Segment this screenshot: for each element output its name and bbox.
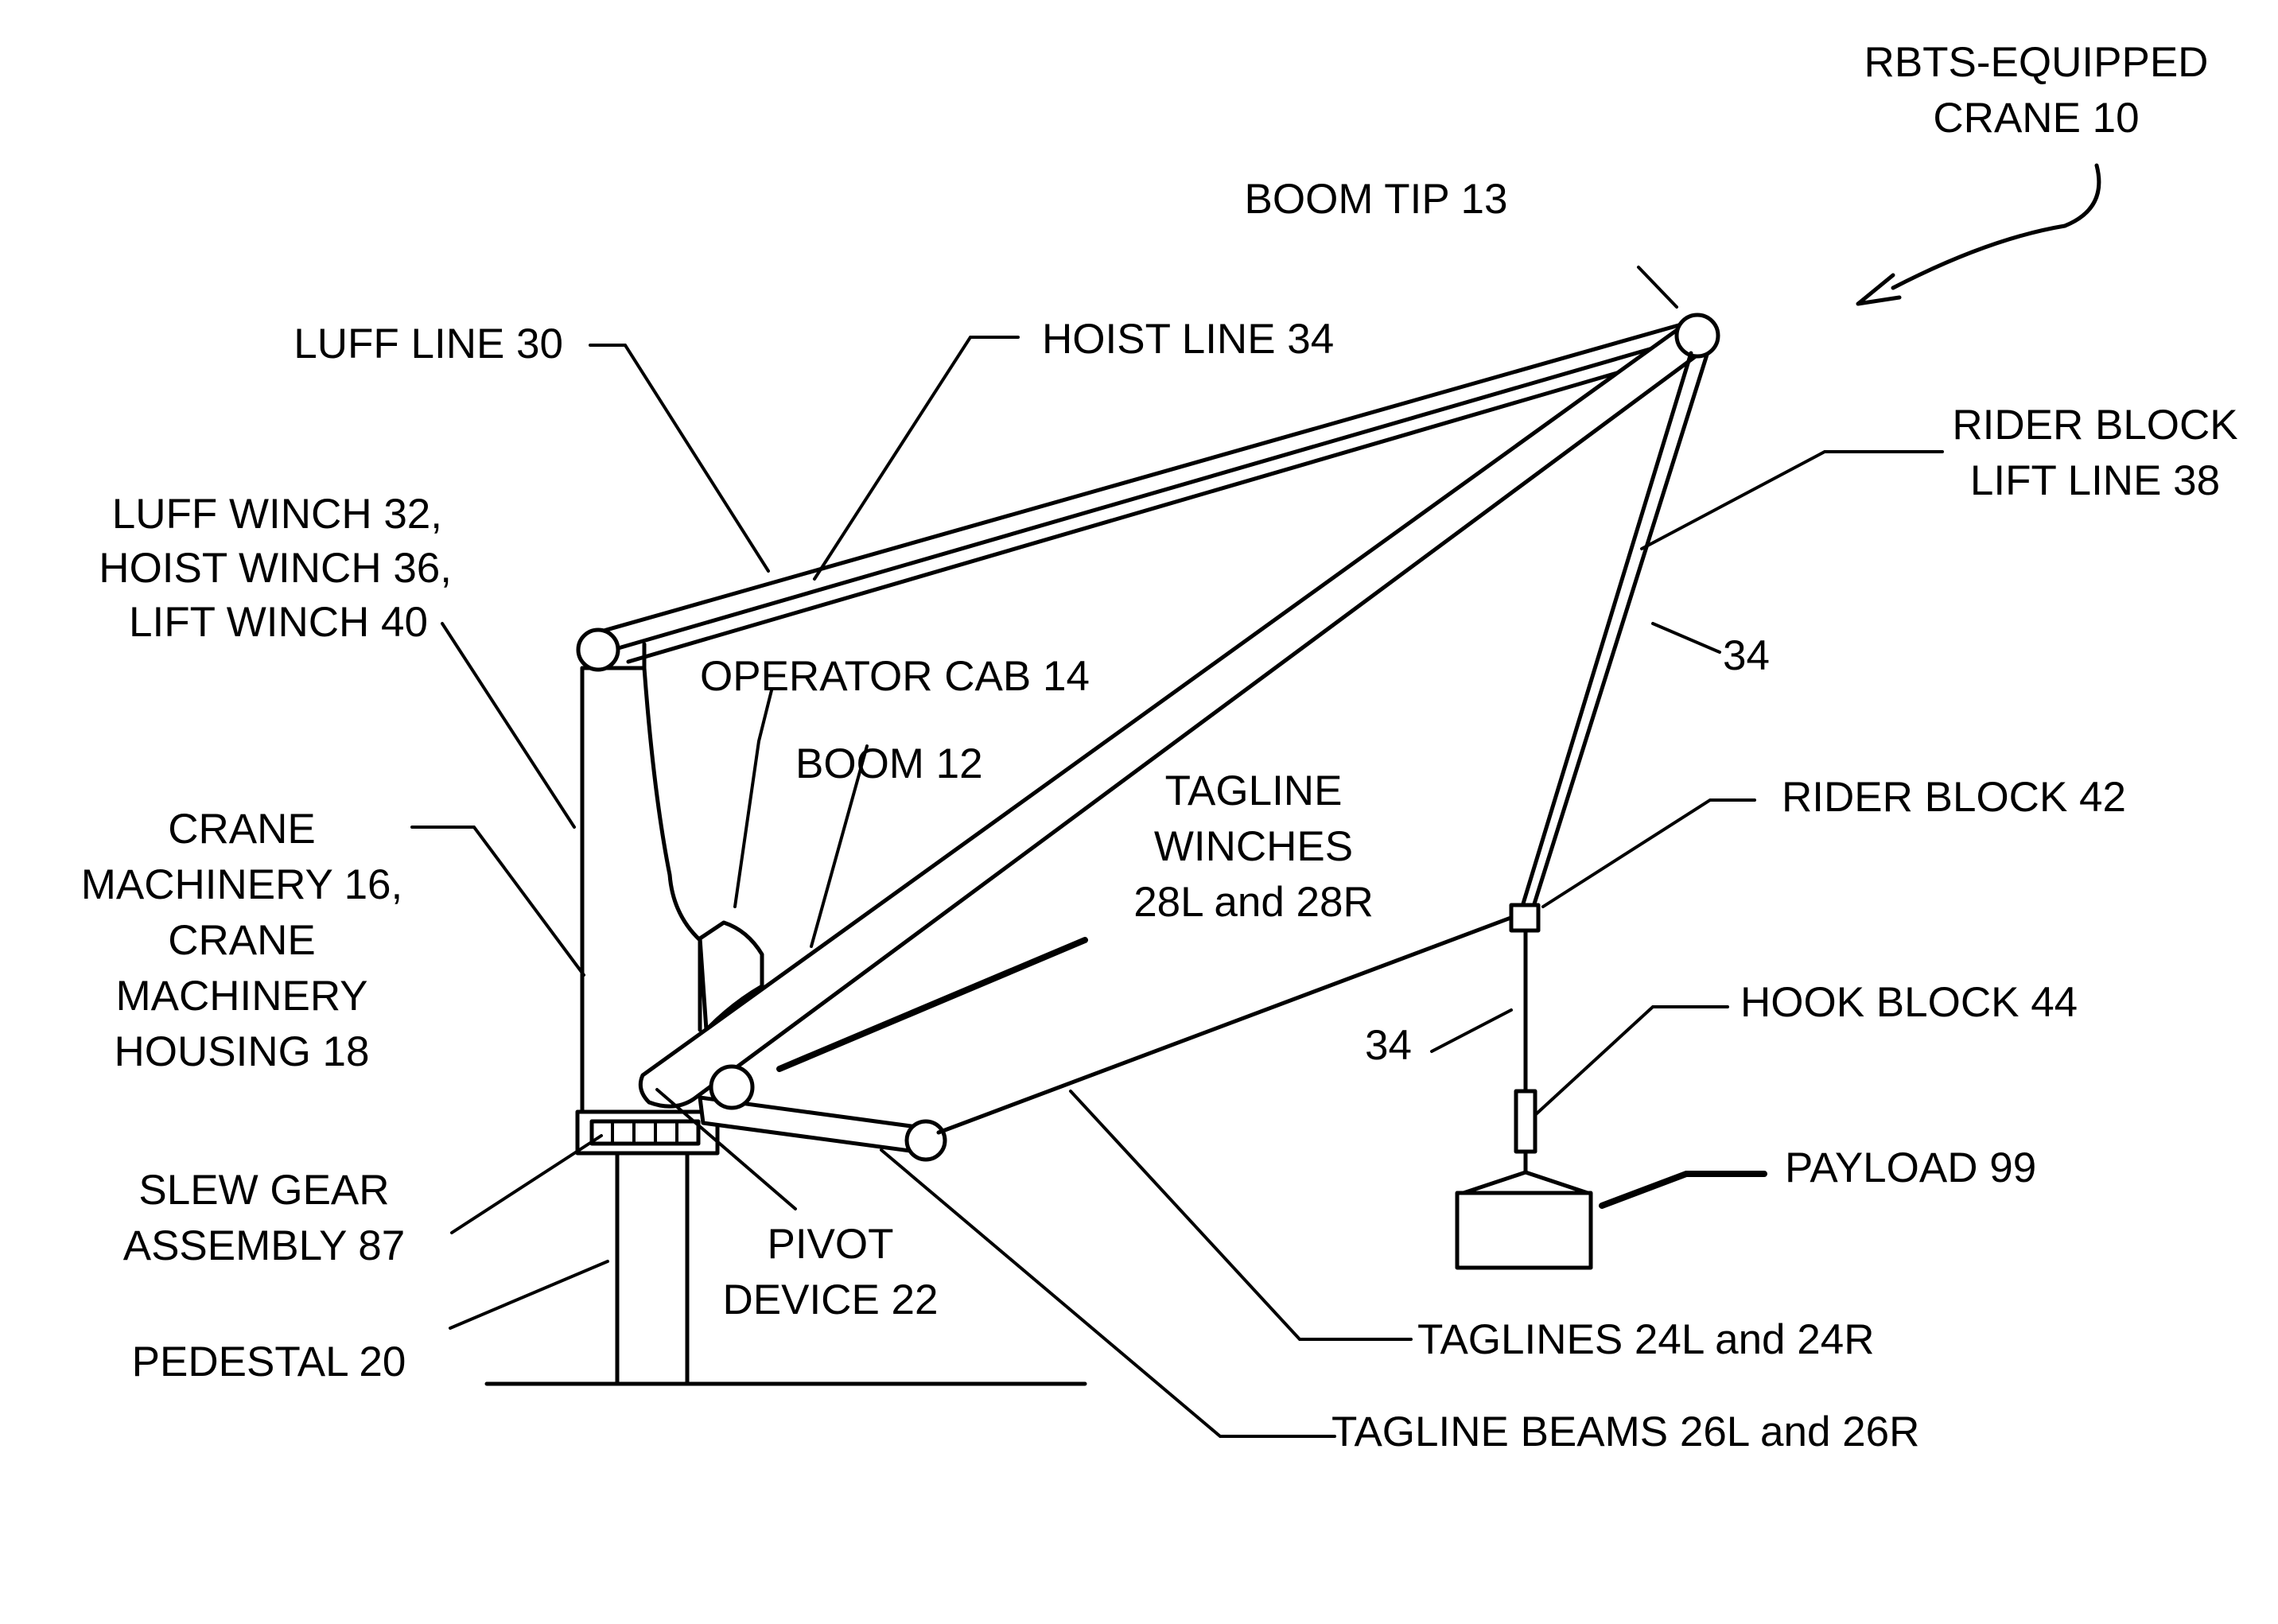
label-machinery-line5: HOUSING 18 [114,1028,369,1075]
crane-reference-arrow [1858,165,2099,304]
label-tagline-winches-line3: 28L and 28R [1133,879,1374,926]
tagline [939,915,1519,1133]
payload [1457,1172,1591,1268]
label-boom: BOOM 12 [795,740,983,787]
label-machinery-line2: MACHINERY 16, [81,861,403,908]
label-payload: PAYLOAD 99 [1785,1144,2036,1191]
label-taglines: TAGLINES 24L and 24R [1417,1316,1875,1363]
label-winches-line3: LIFT WINCH 40 [129,599,428,646]
luff-and-hoist-lines [598,321,1696,662]
pedestal [617,1153,687,1384]
label-hoist-ref-lower: 34 [1365,1022,1412,1069]
label-winches-line2: HOIST WINCH 36, [99,545,452,592]
label-pivot-line1: PIVOT [767,1221,893,1268]
label-luff-line: LUFF LINE 30 [293,321,563,367]
label-slew-gear-line2: ASSEMBLY 87 [123,1222,406,1269]
label-slew-gear-line1: SLEW GEAR [138,1167,389,1214]
crane-machinery-housing [582,644,700,1112]
rider-block [1511,905,1538,930]
tagline-beam-end-sheave [907,1121,945,1160]
label-tagline-winches-line1: TAGLINE [1165,767,1343,814]
label-rider-lift-line2: LIFT LINE 38 [1970,457,2220,504]
boom-tip-sheave [1677,315,1718,356]
label-operator-cab: OPERATOR CAB 14 [700,653,1090,700]
slew-gear-assembly [577,1112,717,1153]
label-boom-tip: BOOM TIP 13 [1245,176,1508,223]
label-rider-block: RIDER BLOCK 42 [1782,774,2126,821]
label-pedestal: PEDESTAL 20 [132,1338,406,1385]
pivot-device-pin [711,1066,752,1108]
label-hoist-line: HOIST LINE 34 [1042,316,1334,363]
label-rider-lift-line1: RIDER BLOCK [1952,402,2237,449]
label-machinery-line1: CRANE [168,806,316,853]
hook-block [1516,1091,1535,1152]
label-hook-block: HOOK BLOCK 44 [1740,979,2078,1026]
boom [640,324,1712,1106]
label-hoist-ref-upper: 34 [1723,632,1770,679]
label-pivot-line2: DEVICE 22 [722,1276,938,1323]
label-crane-line1: RBTS-EQUIPPED [1864,39,2209,86]
label-machinery-line3: CRANE [168,917,316,964]
tower-top-sheave [578,630,618,670]
label-tagline-winches-line2: WINCHES [1154,823,1353,870]
label-winches-line1: LUFF WINCH 32, [112,491,442,538]
label-machinery-line4: MACHINERY [115,973,367,1020]
label-crane-line2: CRANE 10 [1933,95,2139,142]
label-tagline-beams: TAGLINE BEAMS 26L and 26R [1331,1408,1919,1455]
